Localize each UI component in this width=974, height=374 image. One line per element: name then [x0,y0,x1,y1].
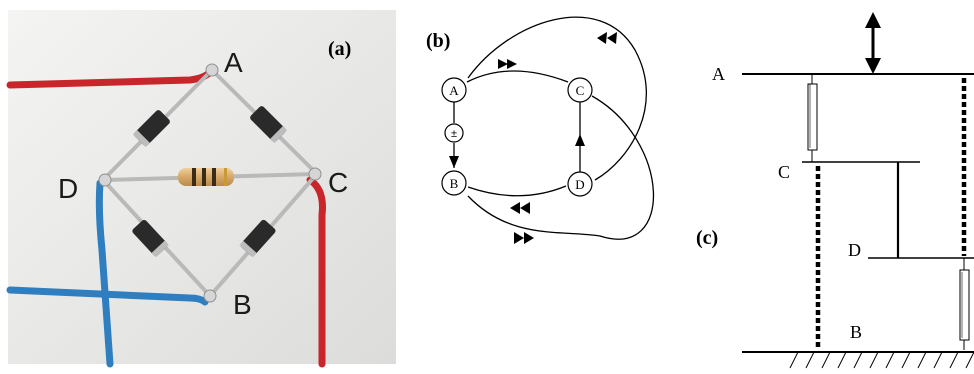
label-d: D [848,240,861,260]
blue-wire-b [6,286,209,306]
edge-d-b [467,185,567,197]
edge-a-d-outer [467,16,647,181]
svg-text:C: C [576,83,585,98]
svg-text:D: D [575,177,584,192]
arrow-bottom-1 [514,232,524,244]
damper-d-b [959,258,970,350]
diode-a-c [250,106,288,144]
label-c: C [778,162,790,182]
diode-c-b [239,219,276,258]
panel-a-photo: A C D B (a) [0,0,400,374]
blue-wire-d [95,179,114,368]
double-arrow-icon [865,12,881,74]
label-a: A [712,64,725,84]
mechanical-diagram: A C D B [696,12,974,369]
label-b: B [850,322,862,342]
arrow-source-b [449,156,459,168]
photo-node-b: B [233,289,252,320]
diode-d-b [132,219,169,258]
panel-b-tag: (b) [426,30,450,52]
arrow-top-2 [607,32,617,44]
bridge-photo-illustration: A C D B (a) [6,10,396,368]
photo-background [8,10,396,364]
arrowheads [449,32,617,244]
panel-c-tag: (c) [696,227,718,249]
graph-node-a: A [441,77,467,103]
source-symbol: ± [444,123,464,143]
svg-text:±: ± [451,128,457,140]
panel-c-mechanical: A C D B [690,0,974,374]
damper-a-c [807,74,818,162]
arrow-d-b-2 [510,202,520,214]
arrow-bottom-2 [524,232,534,244]
resistor [178,168,234,186]
graph-node-d: D [567,171,593,197]
photo-node-c: C [328,167,348,198]
graph-node-c: C [567,77,593,103]
arrow-a-c-2 [507,59,517,69]
svg-text:B: B [450,176,459,191]
panel-a-tag: (a) [328,38,351,60]
arrow-d-c [575,134,585,146]
graph-edges [453,16,655,240]
arrow-top-1 [597,32,607,44]
svg-text:A: A [449,83,459,98]
photo-node-d: D [58,173,78,204]
graph-node-b: B [441,170,467,196]
edge-a-c [466,70,569,83]
arrow-a-c-1 [498,59,508,69]
ground [742,351,974,369]
photo-node-a: A [224,47,243,78]
edge-c-b-outer [467,95,655,240]
diode-a-d [132,110,170,148]
graph-diagram: (b) [426,16,655,244]
solder-joints [98,63,322,303]
red-wire-c [306,176,326,368]
arrow-d-b-1 [520,202,530,214]
panel-b-graph: (b) [400,0,690,374]
